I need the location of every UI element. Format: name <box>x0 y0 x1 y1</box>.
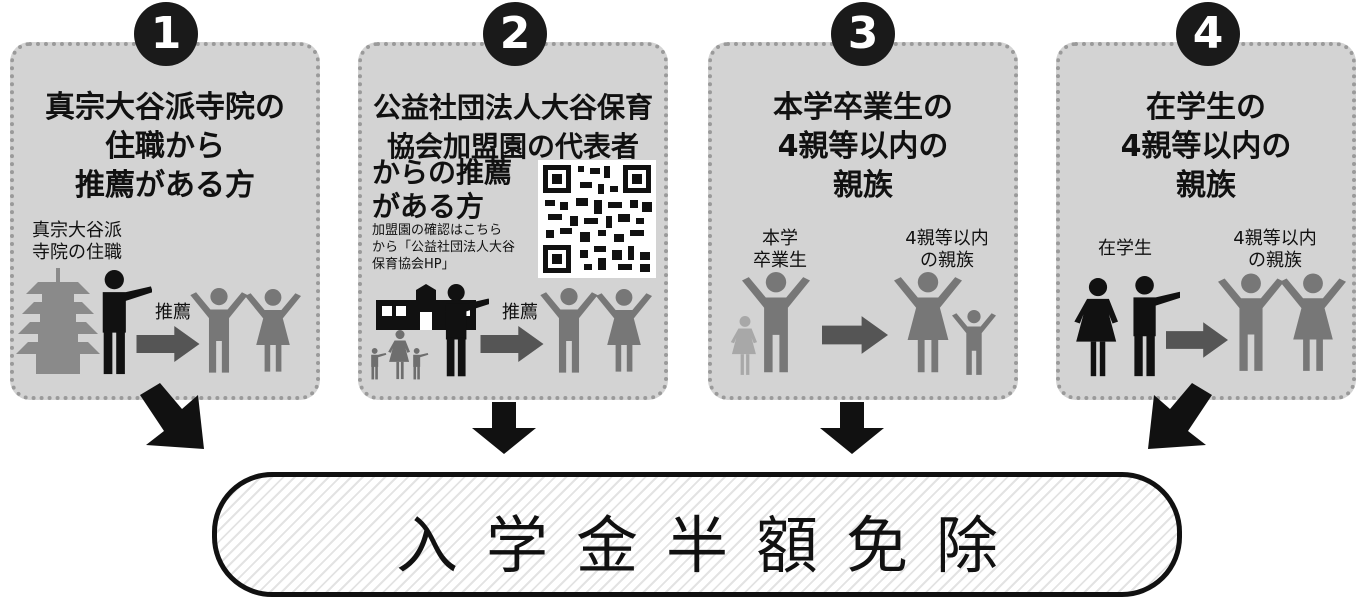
step-4-badge: 4 <box>1176 2 1240 66</box>
step-2-arrow-label: 推薦 <box>502 302 538 323</box>
temple-icon <box>16 268 100 374</box>
down-arrows <box>140 383 1212 454</box>
step-1-badge: 1 <box>134 2 198 66</box>
arrow-down-icon <box>472 402 536 454</box>
result-text: 入学金半額免除 <box>395 509 1026 582</box>
arrow-down-icon <box>820 402 884 454</box>
step-1-illustration <box>16 268 301 375</box>
step-1-recommender-label: 真宗大谷派 寺院の住職 <box>32 220 122 263</box>
step-4-relative-label: 4親等以内 の親族 <box>1233 228 1317 271</box>
step-3-graduate-label: 本学 卒業生 <box>753 228 807 271</box>
step-2-note: 加盟園の確認はこちら から「公益社団法人大谷 保育協会HP」 <box>372 223 516 272</box>
step-3-relative-label: 4親等以内 の親族 <box>905 228 989 271</box>
step-3-badge: 3 <box>831 2 895 66</box>
arrow-down-icon <box>140 383 204 449</box>
step-4-title: 在学生の 4親等以内の 親族 <box>1120 90 1292 203</box>
result-banner: 入学金半額免除 <box>212 472 1182 597</box>
step-4-student-label: 在学生 <box>1098 238 1152 259</box>
step-1-arrow-label: 推薦 <box>155 302 191 323</box>
step-2-title-top: 公益社団法人大谷保育 協会加盟園の代表者 <box>372 91 653 163</box>
step-3-title: 本学卒業生の 4親等以内の 親族 <box>773 90 953 203</box>
arrow-down-icon <box>1148 383 1212 449</box>
qr-code-icon <box>538 160 656 278</box>
step-2-illustration <box>371 160 656 380</box>
step-1-title: 真宗大谷派寺院の 住職から 推薦がある方 <box>45 90 285 203</box>
step-2-title-bottom: からの推薦 がある方 <box>372 156 513 223</box>
step-2-badge: 2 <box>483 2 547 66</box>
